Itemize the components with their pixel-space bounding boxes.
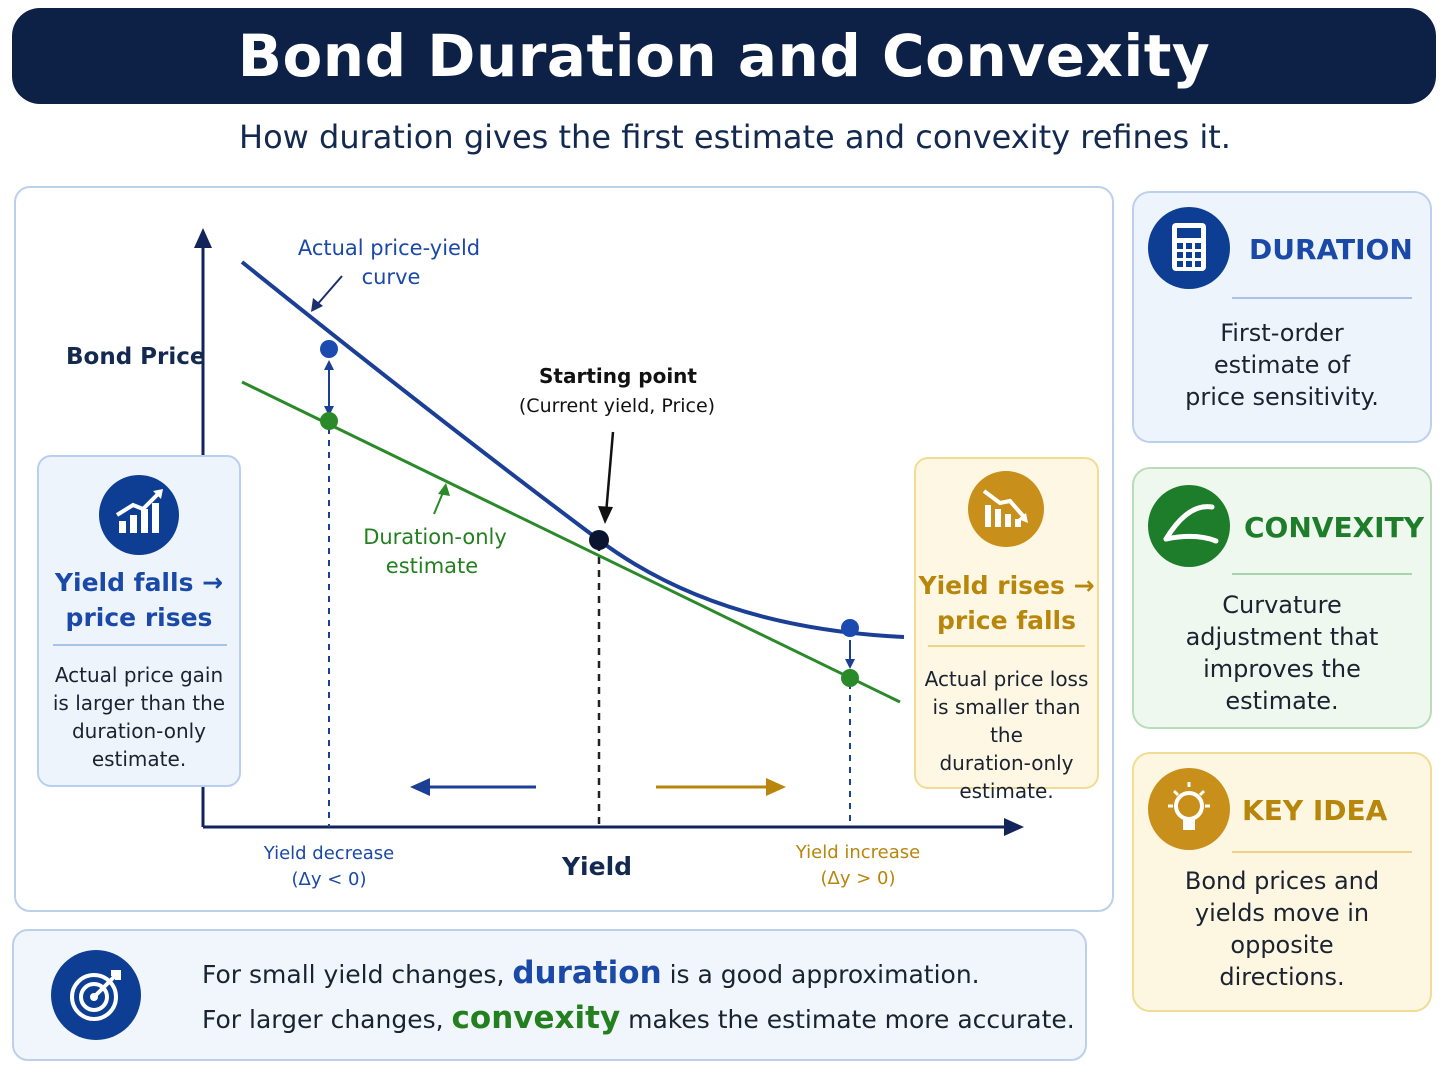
duration-label-pointer-head — [438, 483, 450, 496]
takeaway-box: For small yield changes, duration is a g… — [12, 929, 1087, 1061]
takeaway-line-1-post: is a good approximation. — [669, 960, 980, 989]
y-axis-label: Bond Price — [66, 344, 206, 370]
yield-rises-body-2: is smaller than the — [932, 695, 1081, 747]
yield-decrease-arrowhead — [410, 778, 430, 796]
takeaway-line-2: For larger changes, convexity makes the … — [202, 1000, 1075, 1036]
price-yield-diagram: Bond Price Yield Actual price-yield curv… — [66, 228, 1024, 890]
convexity-body-1: Curvature — [1222, 591, 1342, 619]
chart-down-icon — [968, 471, 1044, 547]
curve-label-line2: curve — [362, 265, 421, 289]
right-tick-line2: (Δy > 0) — [821, 868, 896, 889]
convexity-body-3: improves the — [1203, 655, 1361, 683]
key-idea-body-4: directions. — [1219, 963, 1345, 991]
yield-falls-heading-1: Yield falls → — [54, 568, 224, 597]
left-duration-point — [320, 412, 338, 430]
start-label-pointer — [604, 431, 615, 515]
x-axis-label: Yield — [561, 852, 632, 881]
right-duration-point — [841, 669, 859, 687]
duration-body-1: First-order — [1220, 319, 1344, 347]
duration-body-2: estimate of — [1213, 351, 1351, 379]
title-bar: Bond Duration and Convexity — [12, 8, 1436, 104]
key-idea-body: Bond prices and yields move in opposite … — [1134, 865, 1430, 993]
yield-rises-body-4: estimate. — [959, 779, 1054, 803]
target-icon — [51, 950, 141, 1040]
left-tick-line2: (Δy < 0) — [292, 869, 367, 890]
yield-rises-body-1: Actual price loss — [924, 667, 1089, 691]
left-curve-point — [320, 340, 338, 358]
x-axis-arrowhead — [1004, 818, 1024, 836]
curve-label-line1: Actual price-yield — [298, 236, 480, 260]
start-label-pointer-head — [598, 506, 613, 524]
curve-icon — [1148, 485, 1230, 567]
y-axis-arrowhead — [194, 228, 212, 248]
starting-point — [589, 530, 609, 550]
takeaway-line-2-pre: For larger changes, — [202, 1005, 444, 1034]
right-tick-line1: Yield increase — [795, 842, 920, 863]
convexity-body: Curvature adjustment that improves the e… — [1134, 589, 1430, 717]
chart-up-icon — [99, 475, 179, 555]
yield-rises-box: Yield rises → price falls Actual price l… — [914, 457, 1099, 803]
lightbulb-icon — [1148, 768, 1230, 850]
key-idea-body-2: yields move in — [1194, 899, 1370, 927]
left-tick-line1: Yield decrease — [263, 843, 395, 864]
right-gap-arrowhead — [845, 659, 855, 669]
left-gap-arrowhead-top — [324, 360, 334, 370]
page-subtitle: How duration gives the first estimate an… — [239, 118, 1231, 156]
duration-label-line2: estimate — [386, 554, 478, 578]
convexity-body-2: adjustment that — [1185, 623, 1379, 651]
takeaway-line-1-pre: For small yield changes, — [202, 960, 505, 989]
yield-falls-body-4: estimate. — [91, 747, 187, 771]
yield-falls-body-2: is larger than the — [52, 691, 226, 715]
key-idea-title: KEY IDEA — [1242, 794, 1388, 827]
yield-rises-heading-2: price falls — [936, 606, 1077, 635]
price-yield-curve — [240, 260, 905, 639]
duration-card: DURATION First-order estimate of price s… — [1132, 191, 1432, 443]
yield-falls-divider — [53, 644, 227, 646]
duration-body: First-order estimate of price sensitivit… — [1134, 317, 1430, 413]
takeaway-line-2-post: makes the estimate more accurate. — [628, 1005, 1075, 1034]
duration-title: DURATION — [1249, 233, 1413, 266]
yield-rises-divider — [928, 645, 1085, 647]
duration-line — [241, 380, 901, 704]
takeaway-duration-highlight: duration — [512, 955, 662, 991]
yield-falls-body-1: Actual price gain — [54, 663, 224, 687]
convexity-card: CONVEXITY Curvature adjustment that impr… — [1132, 467, 1432, 729]
key-idea-card: KEY IDEA Bond prices and yields move in … — [1132, 752, 1432, 1012]
page-title: Bond Duration and Convexity — [237, 22, 1211, 90]
duration-body-3: price sensitivity. — [1185, 383, 1379, 411]
convexity-title: CONVEXITY — [1244, 511, 1424, 544]
curve-label-pointer — [315, 275, 343, 307]
right-curve-point — [841, 619, 859, 637]
left-gap-arrowhead-bottom — [324, 406, 334, 416]
duration-divider — [1232, 297, 1412, 299]
convexity-body-4: estimate. — [1225, 687, 1339, 715]
key-idea-body-1: Bond prices and — [1184, 867, 1380, 895]
key-idea-body-3: opposite — [1230, 931, 1334, 959]
yield-falls-box: Yield falls → price rises Actual price g… — [37, 455, 241, 787]
duration-label-line1: Duration-only — [363, 525, 507, 549]
curve-label-pointer-head — [311, 298, 323, 312]
start-label: Starting point — [539, 364, 697, 388]
yield-falls-body-3: duration-only — [71, 719, 207, 743]
takeaway-line-1: For small yield changes, duration is a g… — [202, 955, 980, 991]
start-sublabel: (Current yield, Price) — [519, 395, 715, 417]
convexity-divider — [1232, 573, 1412, 575]
takeaway-convexity-highlight: convexity — [451, 1000, 621, 1036]
yield-rises-body-3: duration-only — [939, 751, 1074, 775]
calculator-icon — [1148, 207, 1230, 289]
yield-increase-arrowhead — [766, 778, 786, 796]
yield-falls-heading-2: price rises — [65, 603, 213, 632]
key-idea-divider — [1232, 851, 1412, 853]
yield-rises-heading-1: Yield rises → — [918, 571, 1095, 600]
